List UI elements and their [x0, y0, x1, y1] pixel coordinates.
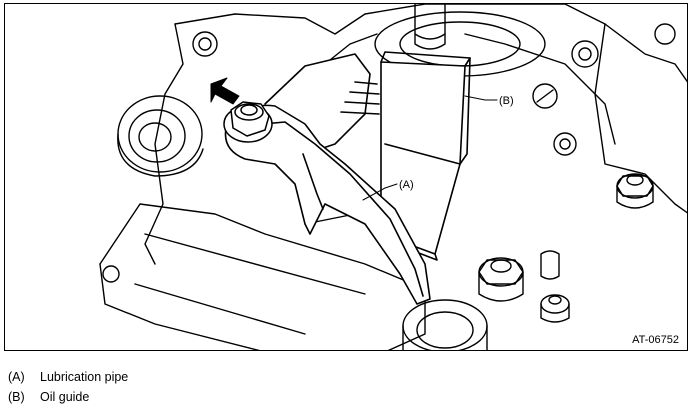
legend-tag: (A)	[8, 370, 25, 384]
oil-guide	[380, 51, 471, 261]
legend-label: Lubrication pipe	[40, 370, 129, 384]
right-bolt-small	[540, 294, 570, 323]
callout-b: (B)	[499, 95, 514, 107]
leader-a	[362, 183, 398, 201]
boss-upper-right	[654, 23, 676, 45]
left-boss-inner	[138, 122, 172, 152]
flange-bolt	[223, 101, 273, 143]
shaft	[414, 4, 446, 50]
left-boss-outer	[117, 95, 203, 173]
left-boss-mid	[128, 109, 186, 163]
leader-b	[464, 95, 498, 101]
lower-bracket	[99, 203, 426, 350]
figure-id: AT-06752	[632, 334, 679, 346]
housing-outline	[174, 4, 687, 83]
transmission-drawing: (B) (A)	[99, 4, 687, 350]
boss-top-left	[192, 31, 218, 57]
boss-lower-mid	[553, 132, 577, 156]
legend-item: (B) Oil guide	[8, 387, 128, 407]
lower-boss-outer	[402, 299, 488, 350]
bracket-hole	[102, 265, 120, 283]
housing-right-edge	[594, 23, 687, 214]
callout-a: (A)	[399, 179, 414, 191]
top-boss-inner	[399, 21, 521, 67]
housing-left-edge	[144, 23, 184, 265]
right-bolt-top	[616, 173, 654, 209]
lower-boss-inner	[416, 311, 474, 349]
boss-top-right	[571, 40, 599, 68]
legend-item: (A) Lubrication pipe	[8, 367, 128, 387]
stud	[540, 250, 560, 280]
legend-label: Oil guide	[40, 390, 90, 404]
technical-illustration: (B) (A) AT-06752	[4, 3, 688, 351]
right-bolt-mid	[478, 257, 524, 302]
boss-right-mid	[532, 83, 558, 109]
legend-tag: (B)	[8, 390, 25, 404]
legend: (A) Lubrication pipe (B) Oil guide	[8, 367, 128, 407]
arrow-icon	[210, 77, 240, 105]
